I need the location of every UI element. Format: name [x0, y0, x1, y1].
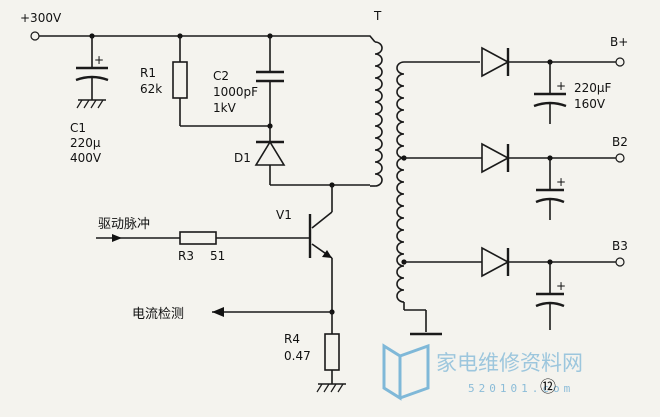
svg-text:+: +	[94, 53, 104, 67]
sense-label: 电流检测	[132, 307, 184, 322]
figure-number: ⑫	[540, 377, 556, 396]
b-plus-cap: 220μF	[574, 81, 612, 95]
output-b2: + B2	[481, 135, 628, 220]
b2-label: B2	[612, 135, 628, 149]
book-logo-icon	[382, 343, 430, 401]
transformer-primary: T	[370, 9, 383, 187]
transistor-v1: V1	[276, 185, 333, 312]
r3-value: 51	[210, 249, 225, 263]
r4-value: 0.47	[284, 349, 311, 363]
r1-name: R1	[140, 66, 156, 80]
top-rail	[39, 33, 376, 43]
r4-name: R4	[284, 332, 300, 346]
current-sense: 电流检测	[132, 307, 335, 322]
resistor-r3: R3 51	[178, 231, 310, 263]
d1-name: D1	[234, 151, 251, 165]
ground-icon	[76, 99, 106, 109]
resistor-r4: R4 0.47	[284, 312, 346, 393]
diode-d1: D1	[234, 126, 286, 185]
v1-name: V1	[276, 208, 292, 222]
watermark: 家电维修资料网 520101.com	[382, 343, 583, 401]
c2-name: C2	[213, 69, 229, 83]
b-plus-voltage: 160V	[574, 97, 606, 111]
c1-name: C1	[70, 121, 86, 135]
drive-label: 驱动脉冲	[98, 217, 150, 232]
drive-input: 驱动脉冲	[96, 217, 180, 242]
output-b3: + B3	[481, 239, 628, 330]
r3-name: R3	[178, 249, 194, 263]
svg-text:+: +	[556, 79, 566, 93]
svg-text:+: +	[556, 175, 566, 189]
c2-value: 1000pF	[213, 85, 258, 99]
resistor-r1: R1 62k	[140, 36, 188, 126]
supply-label: +300V	[20, 11, 62, 25]
r1-value: 62k	[140, 82, 162, 96]
capacitor-c1: + C1 220μ 400V	[70, 36, 109, 165]
output-b-plus: + B+ 220μF 160V	[481, 35, 628, 124]
transformer-secondary	[396, 61, 482, 336]
ground-icon	[316, 383, 346, 393]
b-plus-label: B+	[610, 35, 628, 49]
c2-voltage: 1kV	[213, 101, 237, 115]
transformer-name: T	[373, 9, 382, 23]
b3-label: B3	[612, 239, 628, 253]
c1-voltage: 400V	[70, 151, 102, 165]
watermark-text: 家电维修资料网	[436, 351, 583, 375]
capacitor-c2: C2 1000pF 1kV	[213, 36, 284, 126]
watermark-sub: 520101.com	[468, 382, 574, 395]
svg-text:+: +	[556, 279, 566, 293]
c1-value: 220μ	[70, 136, 101, 150]
